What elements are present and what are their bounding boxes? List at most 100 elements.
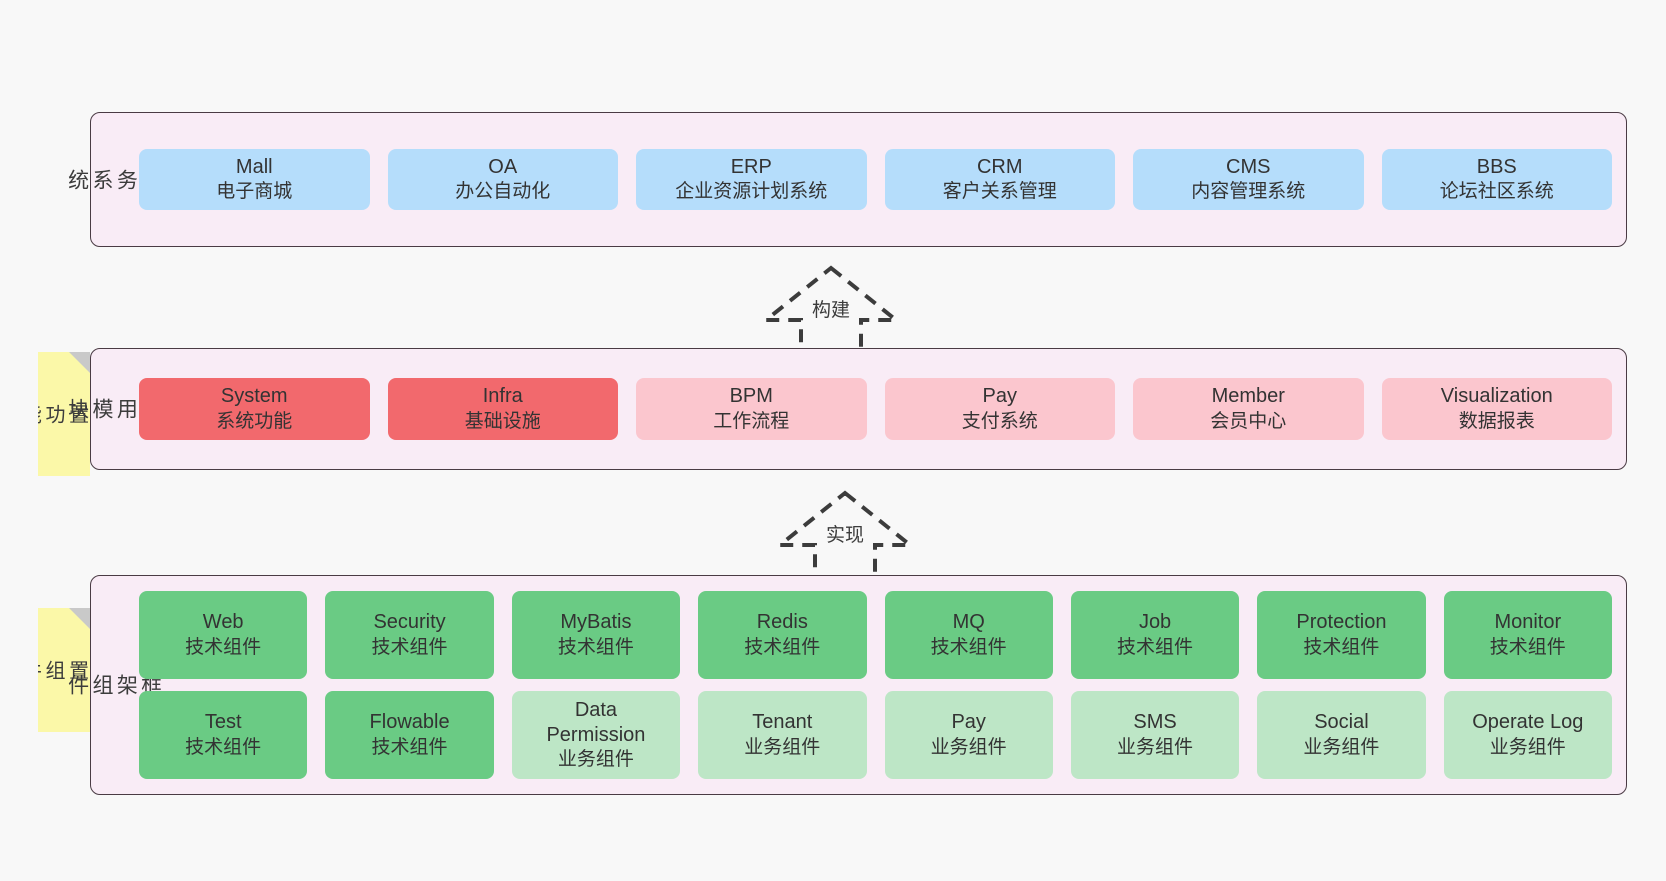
layer-framework-components-title: 框 架 组 件 — [66, 674, 162, 696]
box-mall-title: Mall — [235, 155, 273, 178]
box-oa-title: OA — [488, 155, 518, 178]
box-web-title: Web — [202, 611, 244, 634]
framework-components-row-technical: Web 技术组件 Security 技术组件 MyBatis 技术组件 Redi… — [139, 591, 1612, 679]
box-system-subtitle: 系统功能 — [216, 410, 293, 432]
box-oa[interactable]: OA 办公自动化 — [387, 148, 618, 211]
box-member[interactable]: Member 会员中心 — [1133, 378, 1364, 440]
box-data-permission-subtitle: 业务组件 — [557, 749, 634, 771]
common-modules-row: System 系统功能 Infra 基础设施 BPM 工作流程 Pay 支付系统… — [139, 378, 1612, 440]
side-tag-builtin-components-label: 内 置 组 件 — [38, 660, 90, 680]
side-tag-fold-corner-icon — [69, 352, 90, 373]
layer-business-systems-body: Mall 电子商城 OA 办公自动化 ERP 企业资源计划系统 CRM 客户关系… — [135, 113, 1626, 246]
box-bpm[interactable]: BPM 工作流程 — [636, 378, 867, 440]
box-cms[interactable]: CMS 内容管理系统 — [1133, 148, 1364, 211]
box-mall-subtitle: 电子商城 — [216, 181, 293, 203]
box-bpm-subtitle: 工作流程 — [713, 410, 790, 432]
box-sms-title: SMS — [1133, 711, 1177, 734]
side-tag-fold-corner-icon — [69, 608, 90, 629]
box-infra[interactable]: Infra 基础设施 — [387, 378, 618, 440]
box-member-title: Member — [1211, 385, 1285, 408]
box-pay-module[interactable]: Pay 支付系统 — [884, 378, 1115, 440]
side-tag-builtin-components: 内 置 组 件 — [38, 608, 90, 732]
box-pay-component-subtitle: 业务组件 — [930, 736, 1007, 758]
box-protection-subtitle: 技术组件 — [1303, 636, 1380, 658]
box-social[interactable]: Social 业务组件 — [1257, 691, 1426, 779]
box-cms-subtitle: 内容管理系统 — [1191, 181, 1306, 203]
box-mq[interactable]: MQ 技术组件 — [884, 591, 1053, 679]
box-mybatis[interactable]: MyBatis 技术组件 — [511, 591, 681, 679]
box-bbs-title: BBS — [1476, 155, 1517, 178]
box-security[interactable]: Security 技术组件 — [325, 591, 494, 679]
box-oa-subtitle: 办公自动化 — [455, 181, 551, 203]
box-infra-title: Infra — [482, 385, 523, 408]
box-redis[interactable]: Redis 技术组件 — [698, 591, 867, 679]
box-job[interactable]: Job 技术组件 — [1070, 591, 1240, 679]
box-mybatis-title: MyBatis — [560, 611, 632, 634]
box-data-permission[interactable]: Data Permission 业务组件 — [511, 691, 681, 779]
side-tag-builtin-features: 内 置 功 能 — [38, 352, 90, 476]
box-infra-subtitle: 基础设施 — [464, 410, 541, 432]
box-monitor-title: Monitor — [1494, 611, 1562, 634]
box-visualization-subtitle: 数据报表 — [1458, 410, 1535, 432]
connector-build-label: 构建 — [811, 300, 851, 321]
box-pay-component[interactable]: Pay 业务组件 — [884, 691, 1053, 779]
box-tenant-title: Tenant — [752, 711, 813, 734]
box-protection[interactable]: Protection 技术组件 — [1257, 591, 1426, 679]
box-mybatis-subtitle: 技术组件 — [557, 636, 634, 658]
layer-framework-components-body: Web 技术组件 Security 技术组件 MyBatis 技术组件 Redi… — [135, 576, 1626, 794]
box-job-title: Job — [1138, 611, 1172, 634]
layer-common-modules-body: System 系统功能 Infra 基础设施 BPM 工作流程 Pay 支付系统… — [135, 349, 1626, 469]
box-test-subtitle: 技术组件 — [185, 736, 262, 758]
layer-business-systems-title: 业 务 系 统 — [65, 168, 162, 191]
box-erp-title: ERP — [730, 155, 772, 178]
box-cms-title: CMS — [1226, 155, 1271, 178]
box-web-subtitle: 技术组件 — [185, 636, 262, 658]
box-mq-subtitle: 技术组件 — [930, 636, 1007, 658]
layer-business-systems: 业 务 系 统 Mall 电子商城 OA 办公自动化 ERP 企业资源计划系统 … — [65, 112, 1627, 247]
connector-implement-label: 实现 — [825, 525, 865, 546]
box-flowable-title: Flowable — [369, 711, 450, 734]
box-redis-title: Redis — [756, 611, 808, 634]
box-crm-subtitle: 客户关系管理 — [942, 181, 1057, 203]
box-operate-log-title: Operate Log — [1472, 711, 1584, 734]
box-social-subtitle: 业务组件 — [1303, 736, 1380, 758]
box-security-title: Security — [373, 611, 446, 634]
box-visualization[interactable]: Visualization 数据报表 — [1381, 378, 1612, 440]
box-flowable-subtitle: 技术组件 — [371, 736, 448, 758]
box-test-title: Test — [204, 711, 242, 734]
box-system[interactable]: System 系统功能 — [139, 378, 370, 440]
box-monitor[interactable]: Monitor 技术组件 — [1443, 591, 1612, 679]
side-tag-builtin-features-label: 内 置 功 能 — [38, 404, 90, 424]
box-tenant[interactable]: Tenant 业务组件 — [698, 691, 867, 779]
box-crm[interactable]: CRM 客户关系管理 — [884, 148, 1115, 211]
box-mq-title: MQ — [952, 611, 985, 634]
box-member-subtitle: 会员中心 — [1210, 410, 1287, 432]
box-sms-subtitle: 业务组件 — [1117, 736, 1194, 758]
box-erp[interactable]: ERP 企业资源计划系统 — [636, 148, 867, 211]
box-flowable[interactable]: Flowable 技术组件 — [325, 691, 494, 779]
box-bbs[interactable]: BBS 论坛社区系统 — [1381, 148, 1612, 211]
box-social-title: Social — [1314, 711, 1369, 734]
box-pay-component-title: Pay — [951, 711, 986, 734]
box-system-title: System — [220, 385, 288, 408]
box-operate-log[interactable]: Operate Log 业务组件 — [1443, 691, 1612, 779]
box-pay-module-title: Pay — [982, 385, 1017, 408]
box-bbs-subtitle: 论坛社区系统 — [1439, 181, 1554, 203]
connector-build-arrow: 构建 — [756, 262, 906, 354]
box-monitor-subtitle: 技术组件 — [1489, 636, 1566, 658]
box-pay-module-subtitle: 支付系统 — [961, 410, 1038, 432]
box-bpm-title: BPM — [729, 385, 773, 408]
box-tenant-subtitle: 业务组件 — [744, 736, 821, 758]
box-mall[interactable]: Mall 电子商城 — [139, 148, 370, 211]
box-operate-log-subtitle: 业务组件 — [1489, 736, 1566, 758]
layer-common-modules: 通 用 模 块 System 系统功能 Infra 基础设施 BPM 工作流程 … — [66, 348, 1627, 470]
box-sms[interactable]: SMS 业务组件 — [1070, 691, 1240, 779]
layer-framework-components: 框 架 组 件 Web 技术组件 Security 技术组件 MyBatis 技… — [66, 575, 1627, 795]
layer-common-modules-title: 通 用 模 块 — [66, 398, 162, 420]
box-data-permission-title: Data Permission — [546, 698, 646, 747]
box-protection-title: Protection — [1296, 611, 1387, 634]
box-web[interactable]: Web 技术组件 — [139, 591, 308, 679]
box-erp-subtitle: 企业资源计划系统 — [675, 181, 828, 203]
box-test[interactable]: Test 技术组件 — [139, 691, 308, 779]
